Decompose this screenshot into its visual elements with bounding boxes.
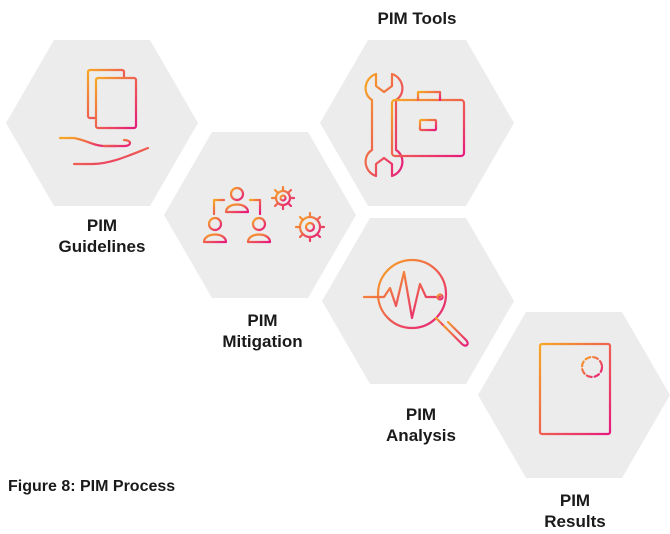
figure-caption: Figure 8: PIM Process: [8, 478, 176, 495]
label-analysis-line2: Analysis: [386, 426, 456, 445]
label-guidelines: PIM Guidelines: [47, 215, 157, 257]
hexagon-analysis: [322, 218, 514, 384]
label-analysis: PIM Analysis: [366, 404, 476, 446]
label-results-line2: Results: [544, 512, 606, 531]
magnifier-pulse-icon: [362, 258, 469, 347]
hexagon-results: [478, 312, 670, 478]
label-mitigation-line2: Mitigation: [222, 332, 303, 351]
label-mitigation-line1: PIM: [247, 311, 278, 330]
report-chart-icon: [538, 342, 612, 436]
wrench-toolbox-icon: [364, 72, 466, 178]
label-results-line1: PIM: [559, 491, 591, 510]
people-gears-icon: [202, 185, 326, 244]
label-results: PIM Results: [520, 490, 630, 532]
label-mitigation: PIM Mitigation: [205, 310, 320, 352]
document-hand-icon: [58, 68, 150, 166]
label-analysis-line1: PIM: [405, 405, 437, 424]
label-guidelines-line2: Guidelines: [58, 237, 146, 256]
label-tools-line1: PIM Tools: [377, 9, 457, 28]
label-tools: PIM Tools: [357, 8, 477, 29]
label-guidelines-line1: PIM: [86, 216, 118, 235]
